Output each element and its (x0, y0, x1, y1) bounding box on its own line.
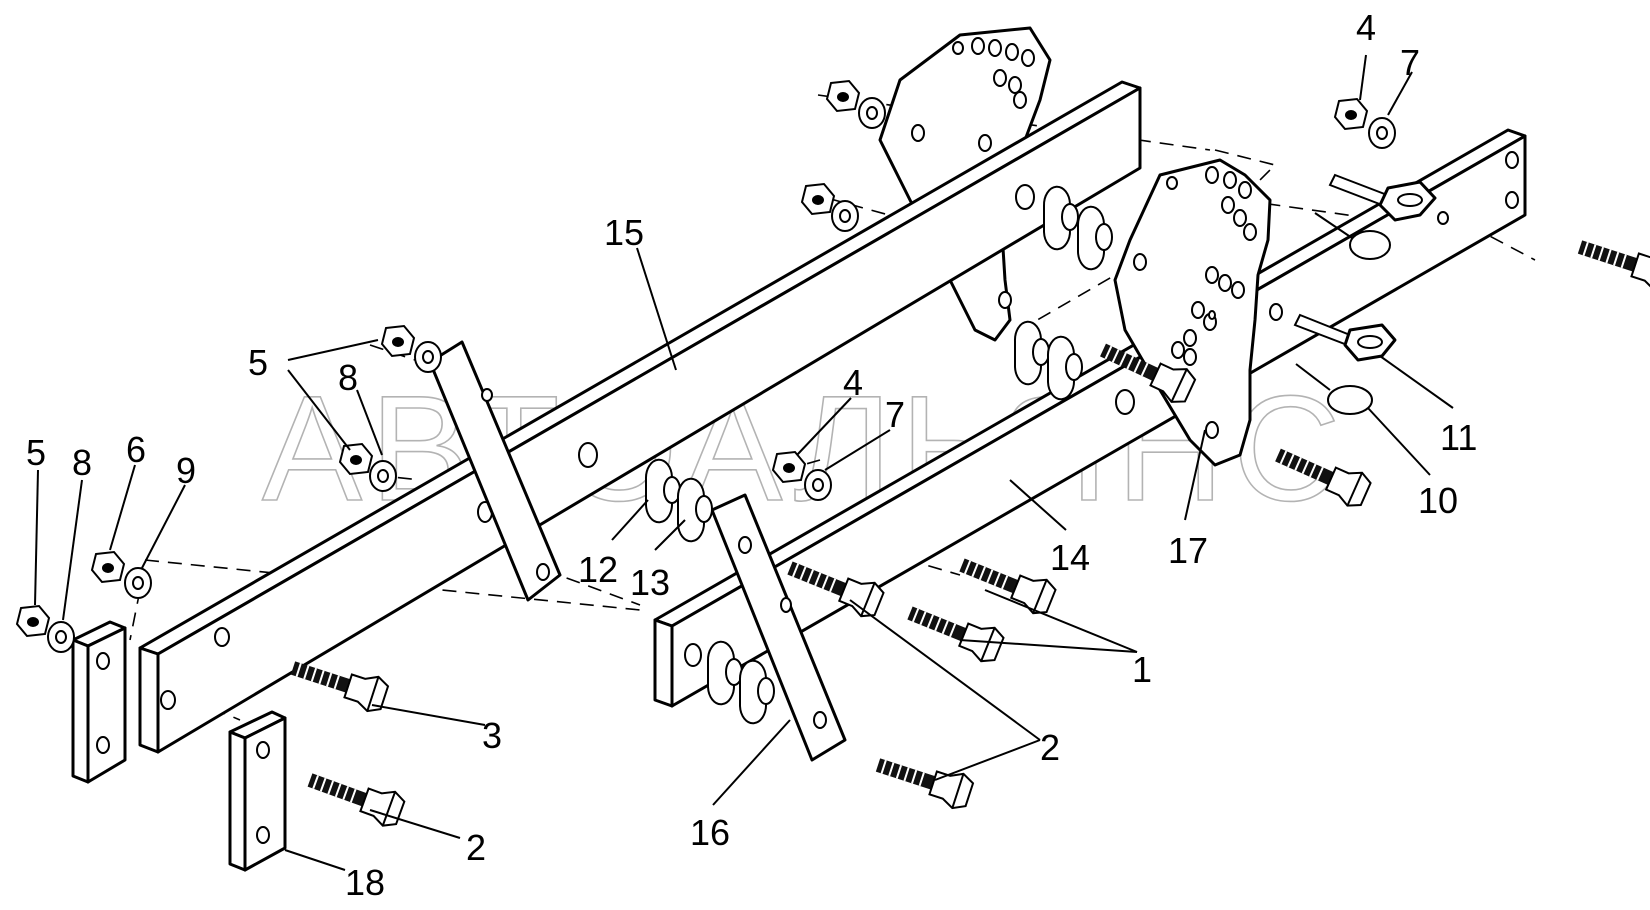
callout-17: 17 (1168, 530, 1208, 571)
plate-18 (228, 710, 287, 872)
callout-1: 1 (1132, 649, 1152, 690)
callout-8-left: 8 (72, 442, 92, 483)
strap-16 (710, 493, 847, 762)
callout-2-left: 2 (466, 827, 486, 868)
beam-15 (138, 80, 1142, 754)
callout-10: 10 (1418, 480, 1458, 521)
callout-3: 3 (482, 715, 502, 756)
plate-18-left (71, 620, 127, 784)
callout-15: 15 (604, 212, 644, 253)
vertical-plate-left (428, 340, 562, 602)
callout-14: 14 (1050, 537, 1090, 578)
callout-16: 16 (690, 812, 730, 853)
callout-6: 6 (126, 429, 146, 470)
leader-lines (34, 54, 1454, 871)
callout-18: 18 (345, 862, 385, 903)
callout-8-upper: 8 (338, 357, 358, 398)
callout-11: 11 (1440, 417, 1477, 458)
callout-5-left: 5 (26, 432, 46, 473)
rear-plate-holes (911, 37, 1035, 309)
callout-4-top: 4 (1356, 7, 1376, 48)
callout-labels: 4 7 15 5 8 5 8 6 9 4 7 11 10 17 14 12 13… (26, 7, 1477, 903)
callout-7-middle: 7 (885, 394, 905, 435)
pins-and-rings (1293, 173, 1437, 415)
callout-5-upper: 5 (248, 342, 268, 383)
front-plate-holes (1133, 166, 1257, 439)
callout-12: 12 (578, 549, 618, 590)
callout-7-top: 7 (1400, 42, 1420, 83)
callout-2-right: 2 (1040, 727, 1060, 768)
beam-14 (653, 128, 1527, 708)
callout-4-middle: 4 (843, 362, 863, 403)
callout-13: 13 (630, 562, 670, 603)
callout-9: 9 (176, 450, 196, 491)
